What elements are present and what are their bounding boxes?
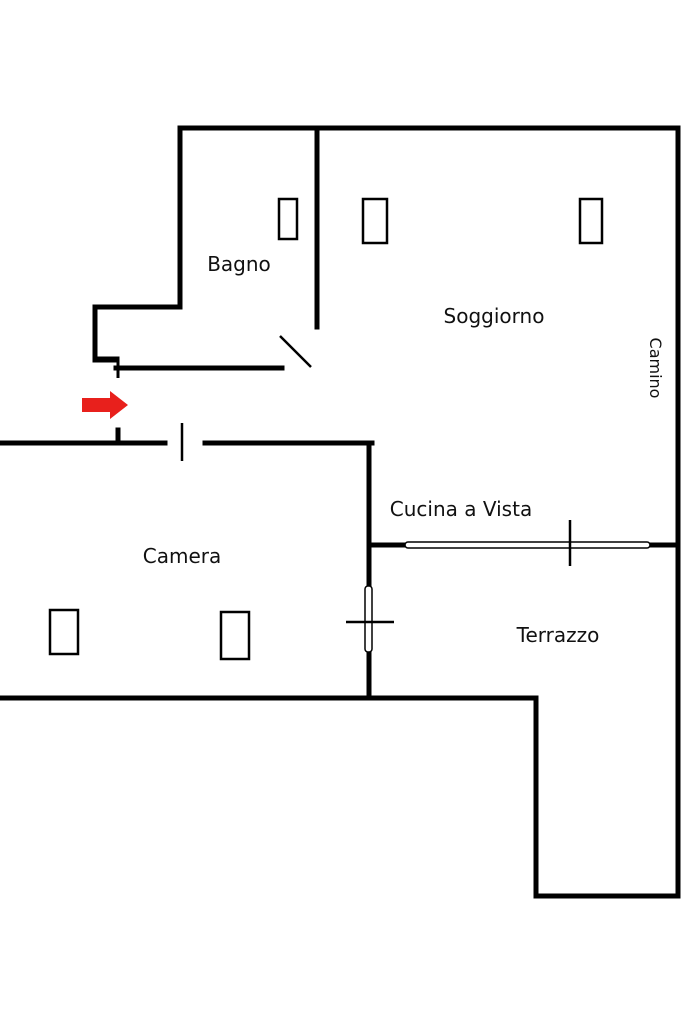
wall-terrazzo-outline (369, 542, 681, 899)
door-bagno-swing (279, 335, 312, 368)
room-label-camera: Camera (143, 544, 222, 568)
window-icon (361, 197, 389, 245)
room-label-terrazzo: Terrazzo (516, 623, 600, 647)
entrance-arrow-icon (82, 391, 128, 419)
walls (0, 125, 681, 899)
sliding-window-terrazzo (404, 541, 651, 549)
window-icon (48, 608, 80, 656)
room-labels: Bagno Soggiorno Camino Cucina a Vista Ca… (143, 252, 665, 647)
window-icon (277, 197, 299, 241)
room-label-soggiorno: Soggiorno (444, 304, 545, 328)
room-label-bagno: Bagno (207, 252, 271, 276)
room-label-camino: Camino (646, 338, 665, 399)
window-icon (219, 610, 251, 661)
wall-bagno-soggiorno-outer (92, 125, 681, 548)
doors (180, 335, 651, 653)
sliding-door-camera (364, 585, 373, 653)
wall-entry-notch (95, 356, 120, 378)
room-label-cucina: Cucina a Vista (390, 497, 532, 521)
windows (48, 197, 604, 661)
window-icon (578, 197, 604, 245)
